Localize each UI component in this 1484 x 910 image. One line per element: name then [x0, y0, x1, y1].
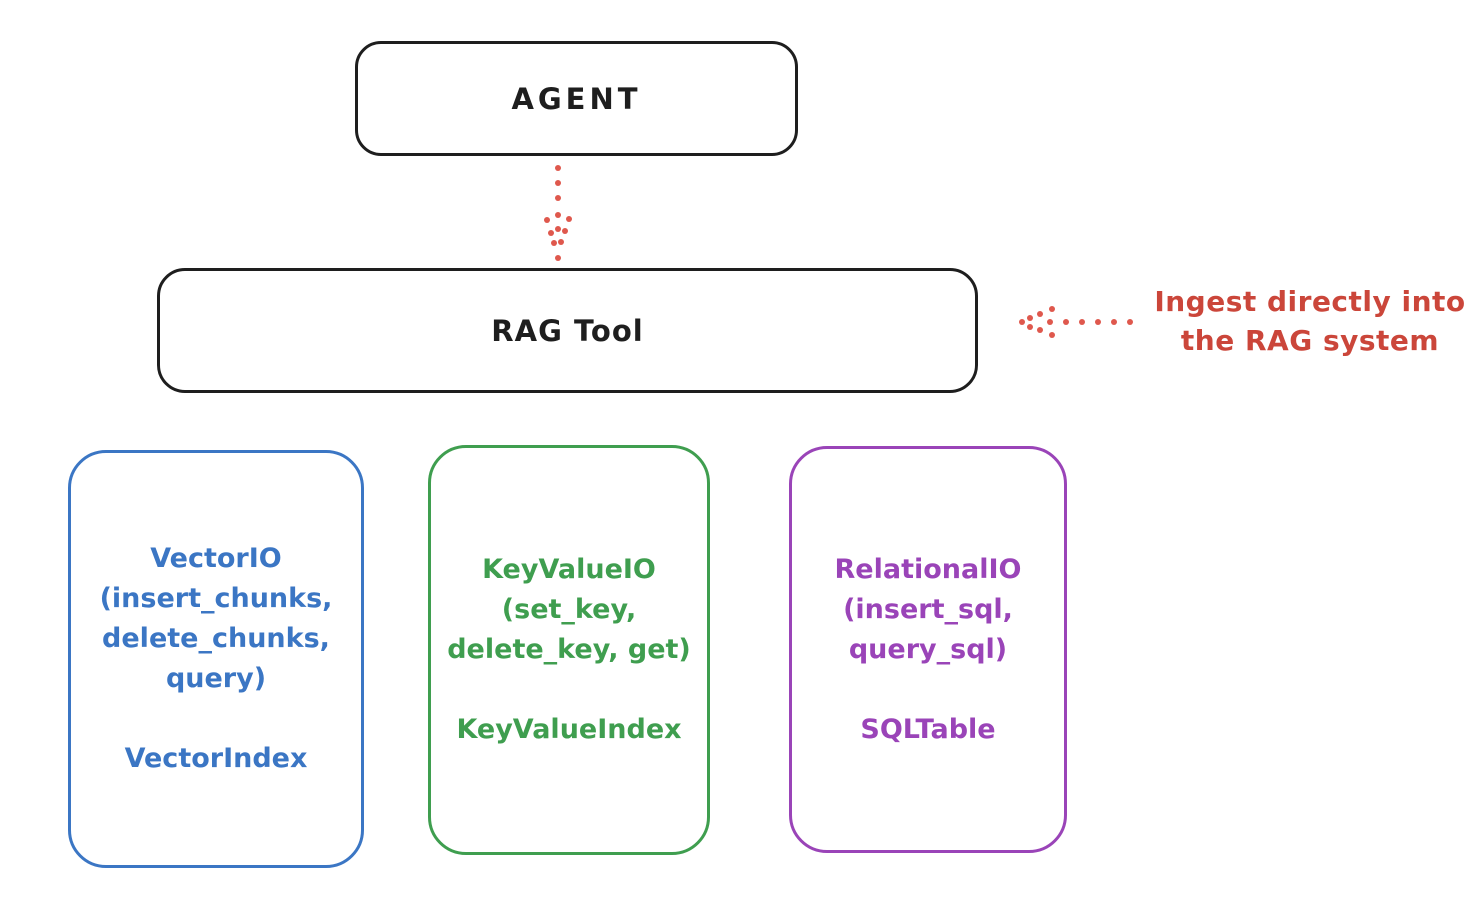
- keyvalue-io-line: delete_key, get): [447, 634, 691, 665]
- ingest-annotation-line2: the RAG system: [1180, 324, 1440, 357]
- keyvalue-index-label: KeyValueIndex: [456, 714, 682, 745]
- rag-tool-label: RAG Tool: [491, 313, 644, 348]
- vector-io-line: delete_chunks,: [102, 623, 330, 654]
- rag-tool-node: RAG Tool: [157, 268, 978, 393]
- agent-label: AGENT: [511, 81, 642, 116]
- relational-io-line: (insert_sql,: [843, 593, 1013, 625]
- vector-io-line: VectorIO: [150, 543, 282, 574]
- vector-io-line: query): [165, 663, 267, 694]
- relational-io-line: query_sql): [848, 633, 1008, 665]
- relational-index-label: SQLTable: [860, 713, 996, 745]
- agent-node: AGENT: [355, 41, 798, 156]
- ingest-annotation: Ingest directly into the RAG system: [1143, 282, 1477, 360]
- ingest-annotation-line1: Ingest directly into: [1154, 285, 1466, 318]
- vector-io-line: (insert_chunks,: [99, 583, 333, 614]
- keyvalue-io-line: KeyValueIO: [482, 554, 656, 585]
- relational-io-line: RelationalIO: [834, 553, 1022, 585]
- ingest-pointer-arrow-icon: [1019, 306, 1133, 338]
- relational-io-box: RelationalIO (insert_sql, query_sql) SQL…: [789, 446, 1067, 853]
- vector-io-box: VectorIO (insert_chunks, delete_chunks, …: [68, 450, 364, 868]
- vector-index-label: VectorIndex: [124, 743, 308, 774]
- agent-to-ragtool-arrow-icon: [544, 165, 572, 261]
- keyvalue-io-box: KeyValueIO (set_key, delete_key, get) Ke…: [428, 445, 710, 855]
- keyvalue-io-line: (set_key,: [501, 594, 637, 625]
